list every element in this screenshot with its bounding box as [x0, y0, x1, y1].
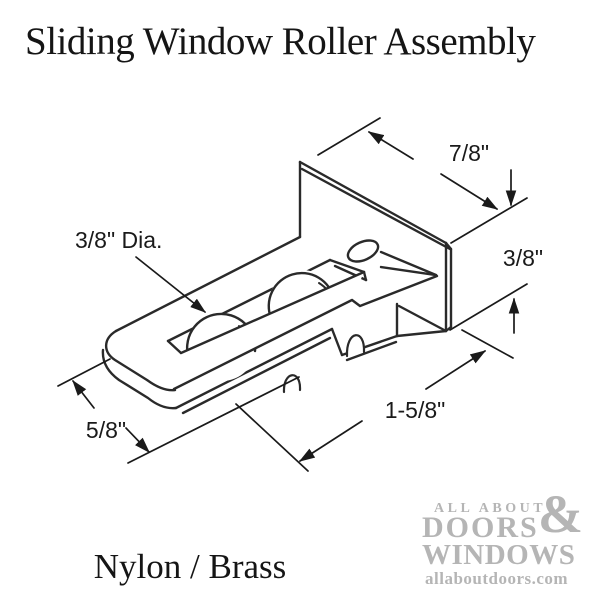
screw-hole: [346, 239, 380, 263]
base-right-sliver-bottom: [379, 265, 438, 277]
slot-front-strip-fill: [174, 272, 364, 389]
plate-bottom-edge: [397, 304, 448, 333]
dimension-base-length: [235, 329, 514, 472]
roller-right-outline: [267, 271, 336, 320]
dim-label-base-length: 1-5/8": [385, 397, 446, 423]
dim-label-plate-width: 7/8": [449, 140, 489, 166]
slot-left-end: [166, 339, 183, 355]
page-title: Sliding Window Roller Assembly: [25, 20, 536, 63]
roller-diameter-leader-arrow: [135, 256, 207, 313]
dimension-plate-width: [317, 117, 528, 244]
extension-line: [235, 403, 309, 472]
base-lip-inner-line: [345, 340, 398, 362]
channel-floor: [395, 329, 448, 338]
watermark-doors: DOORS: [422, 511, 539, 544]
dimension-arrow: [298, 420, 363, 462]
extension-line: [449, 283, 528, 331]
material-label: Nylon / Brass: [93, 547, 287, 586]
base-back-top-edge: [114, 235, 302, 333]
dimension-arrow: [125, 427, 150, 453]
slot-front-strip: [172, 270, 366, 391]
dim-label-roller-diameter: 3/8" Dia.: [75, 227, 162, 253]
watermark-logo: ALL ABOUT & DOORS WINDOWS allaboutdoors.…: [420, 484, 595, 595]
dimension-arrow: [72, 379, 95, 409]
dim-label-base-width: 5/8": [86, 417, 126, 443]
base-body-lines: [101, 235, 448, 415]
plate-top-thickness: [300, 167, 452, 251]
extension-line: [461, 329, 514, 359]
rivet-bumps: [282, 334, 366, 394]
dimension-base-width: [57, 358, 300, 464]
dimension-plate-edge-height: [449, 169, 528, 334]
watermark-all-about: ALL ABOUT: [434, 501, 547, 516]
mounting-plate-lines: [298, 160, 453, 333]
base-notch-step: [330, 327, 344, 357]
base-right-sliver-top: [379, 250, 438, 277]
rivet-bump-right: [345, 334, 366, 358]
base-front-bottom-edge: [174, 327, 334, 410]
base-left-end-bottom: [101, 348, 178, 410]
dim-label-plate-edge-height: 3/8": [503, 245, 543, 271]
slot-front-edge: [179, 270, 366, 355]
slot-right-end: [328, 258, 366, 274]
extension-line: [317, 117, 381, 156]
dimension-arrow: [367, 131, 414, 160]
extension-line: [127, 376, 300, 464]
dimension-annotations: [57, 117, 528, 472]
base-right-step-edge: [350, 274, 439, 308]
watermark-ampersand: &: [538, 484, 583, 544]
base-left-end-top: [104, 329, 177, 392]
extension-line: [57, 358, 111, 387]
slot-right-corner: [362, 270, 368, 282]
watermark-url: allaboutdoors.com: [425, 569, 569, 588]
base-bottom-thickness-line: [181, 336, 332, 415]
plate-top-edge: [298, 160, 448, 245]
base-front-top-edge: [172, 298, 354, 391]
dimension-arrow: [425, 350, 487, 390]
dimension-arrow: [440, 173, 499, 210]
watermark-windows: WINDOWS: [422, 539, 576, 571]
